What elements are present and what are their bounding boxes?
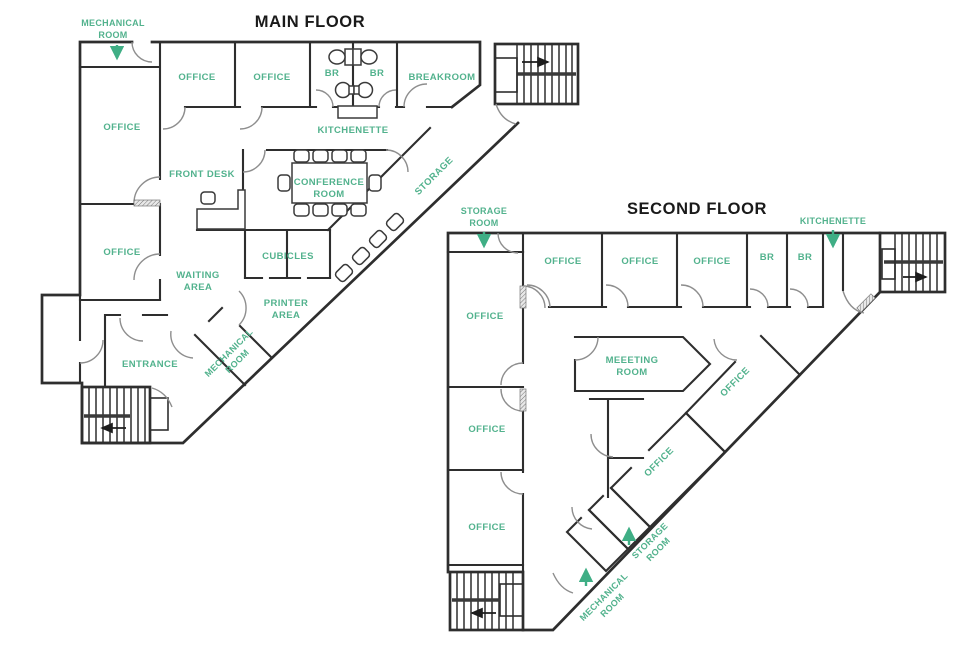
room-label: ROOM bbox=[616, 367, 647, 378]
room-label: WAITING bbox=[176, 270, 219, 281]
toilet-tank bbox=[344, 48, 354, 66]
kitchenette-counter bbox=[337, 105, 378, 119]
main-floor-furniture bbox=[196, 48, 405, 283]
main-stairs-bottom-left bbox=[84, 387, 146, 443]
toilet-icon bbox=[328, 49, 346, 65]
room-label: BREAKROOM bbox=[409, 72, 476, 83]
room-label: OFFICE bbox=[466, 311, 503, 322]
second-stairs-bottom-left bbox=[452, 572, 514, 630]
room-label: OFFICE bbox=[693, 256, 730, 267]
room-label: OFFICE bbox=[103, 122, 140, 133]
second-floor-interior-walls bbox=[446, 231, 845, 617]
main-floor-interior-walls bbox=[78, 40, 454, 431]
stair-landing-bottom-left bbox=[149, 397, 169, 431]
second-floor-door-arcs bbox=[497, 232, 876, 594]
room-label-rotated: OFFICE bbox=[718, 365, 752, 399]
room-label-rotated: STORAGE bbox=[413, 155, 456, 198]
room-label: KITCHENETTE bbox=[318, 125, 389, 136]
room-label: BR bbox=[760, 252, 775, 263]
room-label: CUBICLES bbox=[262, 251, 314, 262]
room-label: OFFICE bbox=[253, 72, 290, 83]
door-leaf bbox=[519, 285, 527, 309]
main-floor-plan: MAIN FLOOR bbox=[40, 13, 580, 445]
room-label: PRINTER bbox=[264, 298, 309, 309]
door-leaf bbox=[856, 293, 876, 313]
room-label: FRONT DESK bbox=[169, 169, 235, 180]
toilet-tank bbox=[352, 48, 362, 66]
second-floor-labels: STORAGE ROOM KITCHENETTE OFFICE OFFICE O… bbox=[461, 206, 866, 623]
room-label: MEEETING bbox=[606, 355, 659, 366]
room-label: BR bbox=[325, 68, 340, 79]
room-label: OFFICE bbox=[103, 247, 140, 258]
door-leaf bbox=[133, 199, 161, 207]
conference-chairs bbox=[277, 149, 382, 217]
front-desk-counter bbox=[196, 189, 246, 230]
second-floor-arrows bbox=[476, 230, 841, 586]
waiting-area-chairs bbox=[334, 212, 405, 283]
door-leaf bbox=[519, 388, 527, 412]
second-floor-title: SECOND FLOOR bbox=[627, 200, 767, 218]
room-label: ENTRANCE bbox=[122, 359, 178, 370]
front-desk-furniture bbox=[196, 189, 246, 230]
bathroom-fixtures bbox=[328, 48, 378, 99]
room-label: BR bbox=[798, 252, 813, 263]
stair-landing-bottom-left bbox=[499, 583, 524, 617]
main-floor-title: MAIN FLOOR bbox=[255, 13, 366, 31]
room-label: MECHANICAL bbox=[81, 18, 145, 28]
room-label: KITCHENETTE bbox=[800, 216, 866, 226]
main-floor-door-arcs bbox=[79, 41, 517, 408]
room-label: OFFICE bbox=[621, 256, 658, 267]
room-label: AREA bbox=[272, 310, 301, 321]
room-label-rotated: OFFICE bbox=[642, 445, 676, 479]
desk-chair bbox=[200, 191, 216, 205]
room-label: AREA bbox=[184, 282, 213, 293]
room-label: ROOM bbox=[98, 30, 127, 40]
room-label: BR bbox=[370, 68, 385, 79]
room-label-rotated: MECHANICAL ROOM bbox=[203, 327, 255, 379]
room-label: OFFICE bbox=[178, 72, 215, 83]
conference-table bbox=[291, 162, 368, 204]
second-floor-plan: SECOND FLOOR bbox=[446, 200, 947, 632]
room-label: STORAGE bbox=[461, 206, 507, 216]
room-label: CONFERENCE bbox=[294, 177, 365, 188]
room-label: OFFICE bbox=[544, 256, 581, 267]
room-label: ROOM bbox=[469, 218, 498, 228]
room-label: OFFICE bbox=[468, 522, 505, 533]
room-label-rotated: STORAGE ROOM bbox=[630, 521, 672, 563]
main-stairs-top-right bbox=[494, 44, 576, 104]
room-label: ROOM bbox=[313, 189, 344, 200]
toilet-icon bbox=[360, 49, 378, 65]
stairwell-top-right-outline bbox=[878, 231, 947, 294]
room-label: OFFICE bbox=[468, 424, 505, 435]
second-stairs-top-right bbox=[881, 233, 943, 292]
